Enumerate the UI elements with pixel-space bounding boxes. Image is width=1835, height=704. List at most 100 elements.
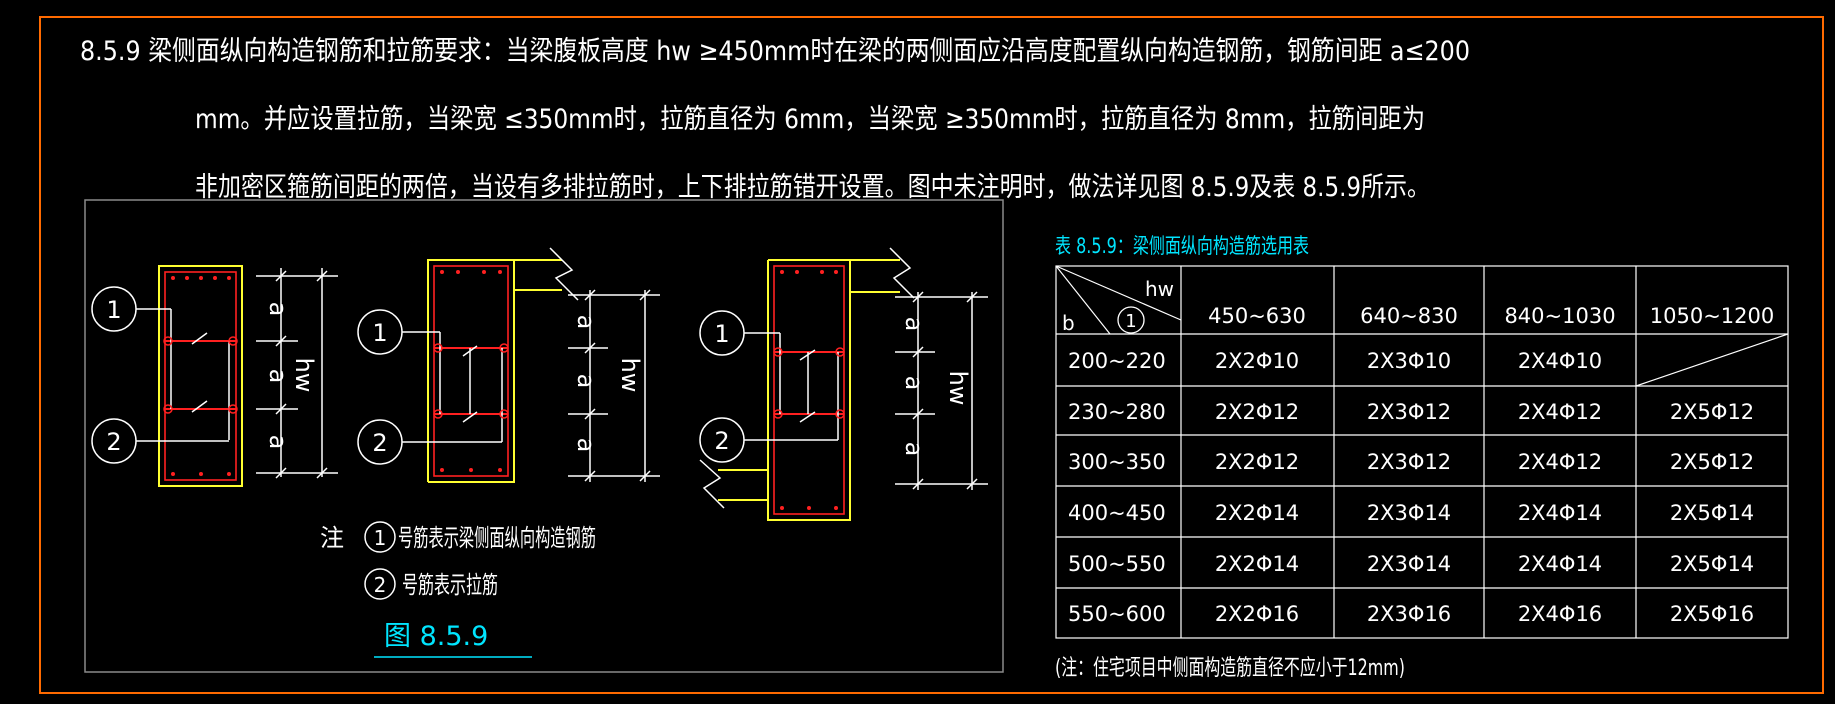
- marker-2-label: 2: [106, 428, 121, 456]
- note-prefix: 注: [320, 524, 344, 552]
- beam-section-3: 1 2 a a a hw: [699, 247, 988, 521]
- side-bar-dot: [433, 343, 443, 353]
- dim-hw: hw: [944, 371, 972, 406]
- beam-section-1: 1 2 a a a hw: [91, 265, 338, 487]
- tie-slash: [462, 345, 478, 357]
- figure-frame: [84, 199, 1004, 673]
- table-cell: 2X4Φ10: [1518, 349, 1602, 373]
- marker-1-label: 1: [714, 320, 729, 348]
- stirrup: [773, 265, 845, 515]
- tie-slash: [462, 411, 478, 423]
- dim-a: a: [900, 442, 928, 457]
- table-cell: 2X2Φ14: [1215, 552, 1299, 576]
- table-footnote: (注：住宅项目中侧面构造筋直径不应小于12mm): [1055, 656, 1405, 681]
- table-cell: 2X5Φ12: [1670, 450, 1754, 474]
- table-cell: 2X5Φ16: [1670, 602, 1754, 626]
- side-bar-dot: [433, 409, 443, 419]
- table-cell: 2X3Φ14: [1367, 552, 1451, 576]
- main-bar-dot: [780, 506, 784, 510]
- main-bar-dot: [199, 472, 203, 476]
- note-marker-1: 1: [374, 526, 387, 550]
- marker-circle: [91, 286, 137, 332]
- table-title: 表 8.5.9：梁侧面纵向构造筋选用表: [1055, 234, 1309, 258]
- dim-a: a: [900, 317, 928, 332]
- table-row-label: 500~550: [1068, 552, 1166, 576]
- dim-a: a: [572, 374, 600, 389]
- table-row-label: 400~450: [1068, 501, 1166, 525]
- figure-notes: 注 1 号筋表示梁侧面纵向构造钢筋 2 号筋表示拉筋 图 8.5.9: [320, 521, 596, 658]
- main-bar-dot: [498, 468, 502, 472]
- main-bar-dot: [213, 276, 217, 280]
- main-bar-dot: [834, 506, 838, 510]
- table-cell: 2X4Φ16: [1518, 602, 1602, 626]
- table-cell: 2X5Φ14: [1670, 552, 1754, 576]
- side-bar-dot: [228, 404, 238, 414]
- spec-line-1: 8.5.9 梁侧面纵向构造钢筋和拉筋要求：当梁腹板高度 hw ≥450mm时在梁…: [80, 36, 1470, 67]
- main-bar-dot: [498, 270, 502, 274]
- break-symbol: [549, 247, 579, 301]
- dim-a: a: [264, 302, 292, 317]
- main-bar-dot: [171, 276, 175, 280]
- table-row-label: 230~280: [1068, 400, 1166, 424]
- side-bar-dot: [773, 347, 783, 357]
- break-symbol: [889, 247, 915, 299]
- marker-circle: [364, 568, 396, 600]
- table-cell: 2X3Φ14: [1367, 501, 1451, 525]
- beam-outline: [158, 265, 243, 487]
- drawing-frame: [39, 16, 1824, 694]
- table-row-label: 300~350: [1068, 450, 1166, 474]
- main-bar-dot: [440, 468, 444, 472]
- table-cell: 2X3Φ10: [1367, 349, 1451, 373]
- marker-circle: [699, 310, 745, 356]
- table-cell: 2X2Φ10: [1215, 349, 1299, 373]
- marker-circle: [699, 417, 745, 463]
- table-cell: 2X4Φ12: [1518, 450, 1602, 474]
- corner-hw: hw: [1145, 277, 1174, 301]
- empty-cell-diagonal: [1635, 333, 1789, 387]
- tie-slash: [799, 349, 816, 361]
- beam-section-2: 1 2 a a a hw: [357, 247, 660, 483]
- main-bar-dot: [820, 270, 824, 274]
- dim-a: a: [572, 315, 600, 330]
- table-cell: 2X2Φ14: [1215, 501, 1299, 525]
- main-bar-dot: [795, 270, 799, 274]
- table-cell: 2X4Φ12: [1518, 400, 1602, 424]
- spec-paragraph: 8.5.9 梁侧面纵向构造钢筋和拉筋要求：当梁腹板高度 hw ≥450mm时在梁…: [80, 36, 1470, 203]
- main-bar-dot: [227, 472, 231, 476]
- table-row-label: 550~600: [1068, 602, 1166, 626]
- main-bar-dot: [227, 276, 231, 280]
- side-bar-dot: [163, 404, 173, 414]
- table-cell: 2X2Φ12: [1215, 400, 1299, 424]
- table-cell: 2X5Φ14: [1670, 501, 1754, 525]
- spec-line-3: 非加密区箍筋间距的两倍，当设有多排拉筋时，上下排拉筋错开设置。图中未注明时，做法…: [195, 172, 1430, 203]
- corner-marker: 1: [1125, 311, 1136, 332]
- figure-caption: 图 8.5.9: [384, 621, 488, 652]
- side-bar-dot: [835, 409, 845, 419]
- main-bar-dot: [171, 472, 175, 476]
- marker-circle: [364, 521, 396, 553]
- stirrup: [164, 271, 237, 481]
- table-cell: 2X3Φ12: [1367, 450, 1451, 474]
- marker-1-label: 1: [372, 319, 387, 347]
- note-2: 号筋表示拉筋: [402, 571, 498, 599]
- table-cell: 2X5Φ12: [1670, 400, 1754, 424]
- dimension-lines: [895, 291, 988, 490]
- table-col-header: 1050~1200: [1650, 304, 1774, 328]
- dim-a: a: [264, 369, 292, 384]
- break-symbol: [699, 459, 725, 509]
- tie-slash: [191, 332, 208, 345]
- table-col-header: 450~630: [1208, 304, 1306, 328]
- marker-circle: [357, 419, 403, 465]
- marker-circle: [357, 309, 403, 355]
- note-marker-2: 2: [374, 573, 387, 597]
- side-bar-dot: [499, 343, 509, 353]
- marker-2-label: 2: [714, 427, 729, 455]
- main-bar-dot: [807, 506, 811, 510]
- marker-2-label: 2: [372, 429, 387, 457]
- table-col-header: 640~830: [1360, 304, 1458, 328]
- table-col-header: 840~1030: [1504, 304, 1615, 328]
